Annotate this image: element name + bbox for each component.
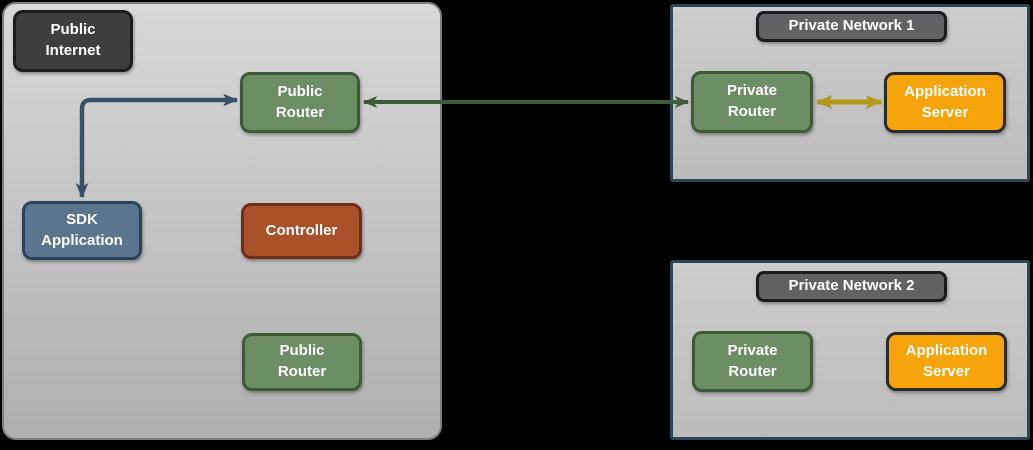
- public-internet-label: Public Internet: [13, 10, 133, 72]
- private-network-1-title: Private Network 1: [756, 11, 947, 42]
- node-public-router-top: Public Router: [240, 72, 360, 133]
- private-network-2-title: Private Network 2: [756, 271, 947, 302]
- node-private-router-1: Private Router: [691, 71, 813, 133]
- node-sdk-application: SDK Application: [22, 201, 142, 260]
- node-controller: Controller: [241, 203, 362, 259]
- node-application-server-1: Application Server: [884, 72, 1006, 133]
- node-public-router-bottom: Public Router: [242, 333, 362, 391]
- node-application-server-2: Application Server: [886, 332, 1007, 391]
- node-private-router-2: Private Router: [692, 331, 813, 392]
